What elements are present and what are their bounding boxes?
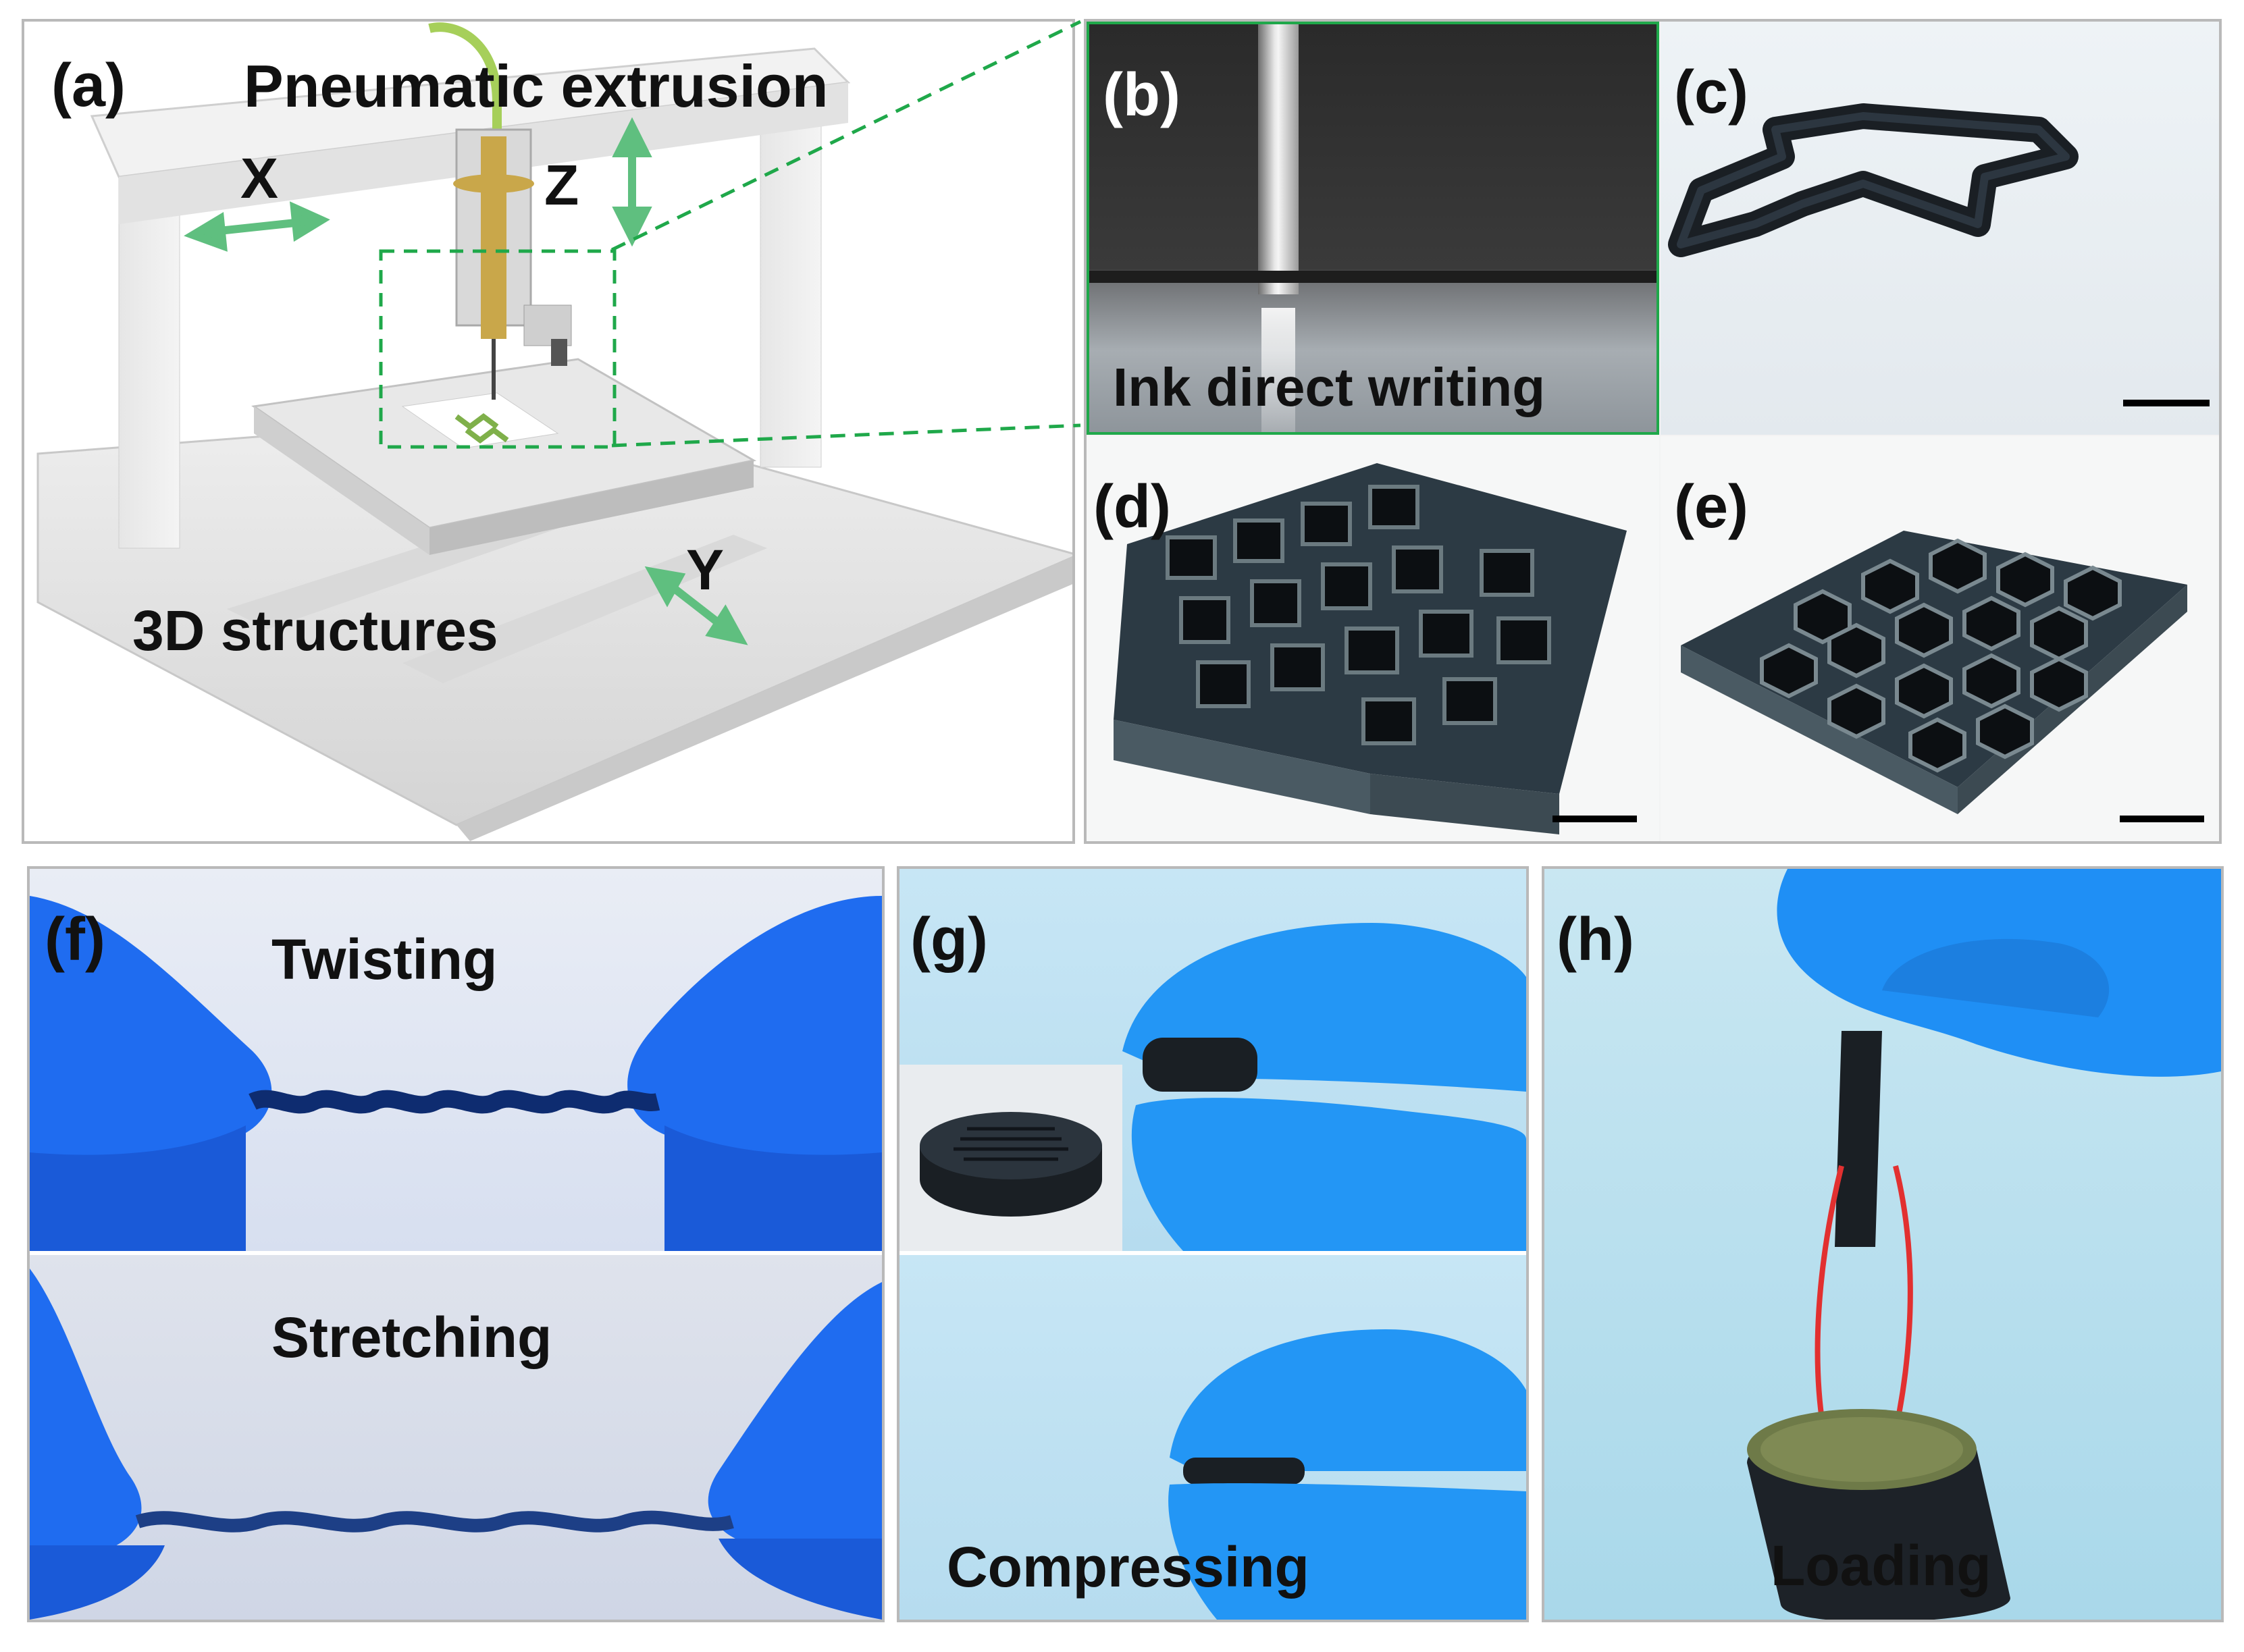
syringe-barrel bbox=[481, 136, 506, 339]
panel-g-compress-after-photo: Compressing bbox=[899, 1255, 1526, 1620]
light-reflection bbox=[1261, 308, 1295, 432]
panel-a-label: (a) bbox=[51, 52, 126, 119]
cylinder-top bbox=[920, 1112, 1102, 1179]
panel-h-loading-photo bbox=[1747, 869, 2221, 1620]
printer-illustration bbox=[36, 22, 1072, 841]
substrate-surface bbox=[1089, 271, 1656, 283]
axis-z-label: Z bbox=[544, 153, 579, 217]
y-axis-arrow bbox=[644, 566, 748, 645]
gantry-pillar-right bbox=[760, 102, 822, 468]
panel-g-label: (g) bbox=[910, 906, 988, 974]
ink-tube bbox=[428, 22, 502, 150]
stretching-caption: Stretching bbox=[271, 1306, 552, 1369]
panel-f-stretching-photo: Stretching bbox=[30, 1255, 882, 1620]
panels-b-to-e: (b) Ink direct writing (c) bbox=[1084, 19, 2222, 844]
panel-c-label: (c) bbox=[1674, 59, 1748, 126]
twisting-caption: Twisting bbox=[271, 928, 498, 991]
gantry-pillar-left bbox=[118, 169, 180, 549]
y-rail-right bbox=[402, 535, 767, 683]
panel-b-label: (b) bbox=[1103, 61, 1180, 129]
axis-y-label: Y bbox=[686, 538, 725, 602]
panel-h-label: (h) bbox=[1557, 906, 1634, 974]
compressed-sample-before bbox=[1143, 1038, 1257, 1092]
panel-a-bottom-caption: 3D structures bbox=[132, 599, 498, 662]
sample-strip bbox=[1835, 1031, 1882, 1247]
panel-g-compress-before-photo bbox=[899, 869, 1526, 1251]
panel-b-photo: (b) Ink direct writing bbox=[1087, 22, 1659, 435]
panel-b-caption: Ink direct writing bbox=[1113, 357, 1546, 417]
printed-honeycomb-lattice bbox=[1681, 531, 2187, 814]
panel-d-label: (d) bbox=[1093, 473, 1171, 541]
panel-e-photo: (e) bbox=[1661, 436, 2219, 841]
printed-square-lattice bbox=[1114, 463, 1627, 834]
panel-a-title: Pneumatic extrusion bbox=[244, 53, 829, 119]
printed-star bbox=[1668, 103, 2079, 257]
printed-pattern bbox=[454, 413, 509, 444]
panel-a-printer-schematic: (a) Pneumatic extrusion X Z Y 3D structu… bbox=[22, 19, 1075, 844]
glove-finger-press bbox=[1170, 1329, 1526, 1471]
inset-cylinder-photo bbox=[899, 1065, 1122, 1251]
z-axis-arrow bbox=[612, 117, 652, 247]
panel-f-twisting-photo: Twisting bbox=[30, 869, 882, 1251]
panel-f: Twisting Stretching (f) bbox=[27, 866, 885, 1622]
nozzle-tip bbox=[1258, 24, 1299, 294]
compressing-caption: Compressing bbox=[947, 1535, 1309, 1599]
panel-d-photo: (d) bbox=[1087, 436, 1659, 841]
twisted-strip bbox=[249, 1090, 660, 1114]
panel-c-scale-bar bbox=[2123, 400, 2210, 406]
glove-right bbox=[627, 896, 882, 1179]
panel-c-photo: (c) bbox=[1661, 22, 2219, 435]
panel-d-scale-bar bbox=[1552, 816, 1637, 822]
panel-g-divider bbox=[899, 1251, 1526, 1255]
panel-f-divider bbox=[30, 1251, 882, 1255]
glove-thumb-bottom bbox=[1131, 1098, 1526, 1251]
weight-cylinder bbox=[1747, 1409, 2010, 1620]
panel-e-scale-bar bbox=[2120, 816, 2204, 822]
glove-right-stretch bbox=[708, 1282, 882, 1559]
x-axis-arrow bbox=[184, 201, 330, 252]
compressed-sample-after bbox=[1183, 1458, 1305, 1485]
axis-x-label: X bbox=[240, 146, 279, 210]
zoom-box bbox=[379, 249, 617, 449]
glove-left-stretch bbox=[30, 1269, 142, 1562]
panel-e-label: (e) bbox=[1674, 473, 1748, 541]
panel-f-label: (f) bbox=[45, 906, 105, 974]
panel-g: Compressing (g) bbox=[897, 866, 1529, 1622]
glove-left bbox=[30, 896, 272, 1186]
panel-h: (h) Loading bbox=[1542, 866, 2224, 1622]
stretched-strip bbox=[135, 1510, 734, 1533]
loading-caption: Loading bbox=[1771, 1534, 1991, 1597]
